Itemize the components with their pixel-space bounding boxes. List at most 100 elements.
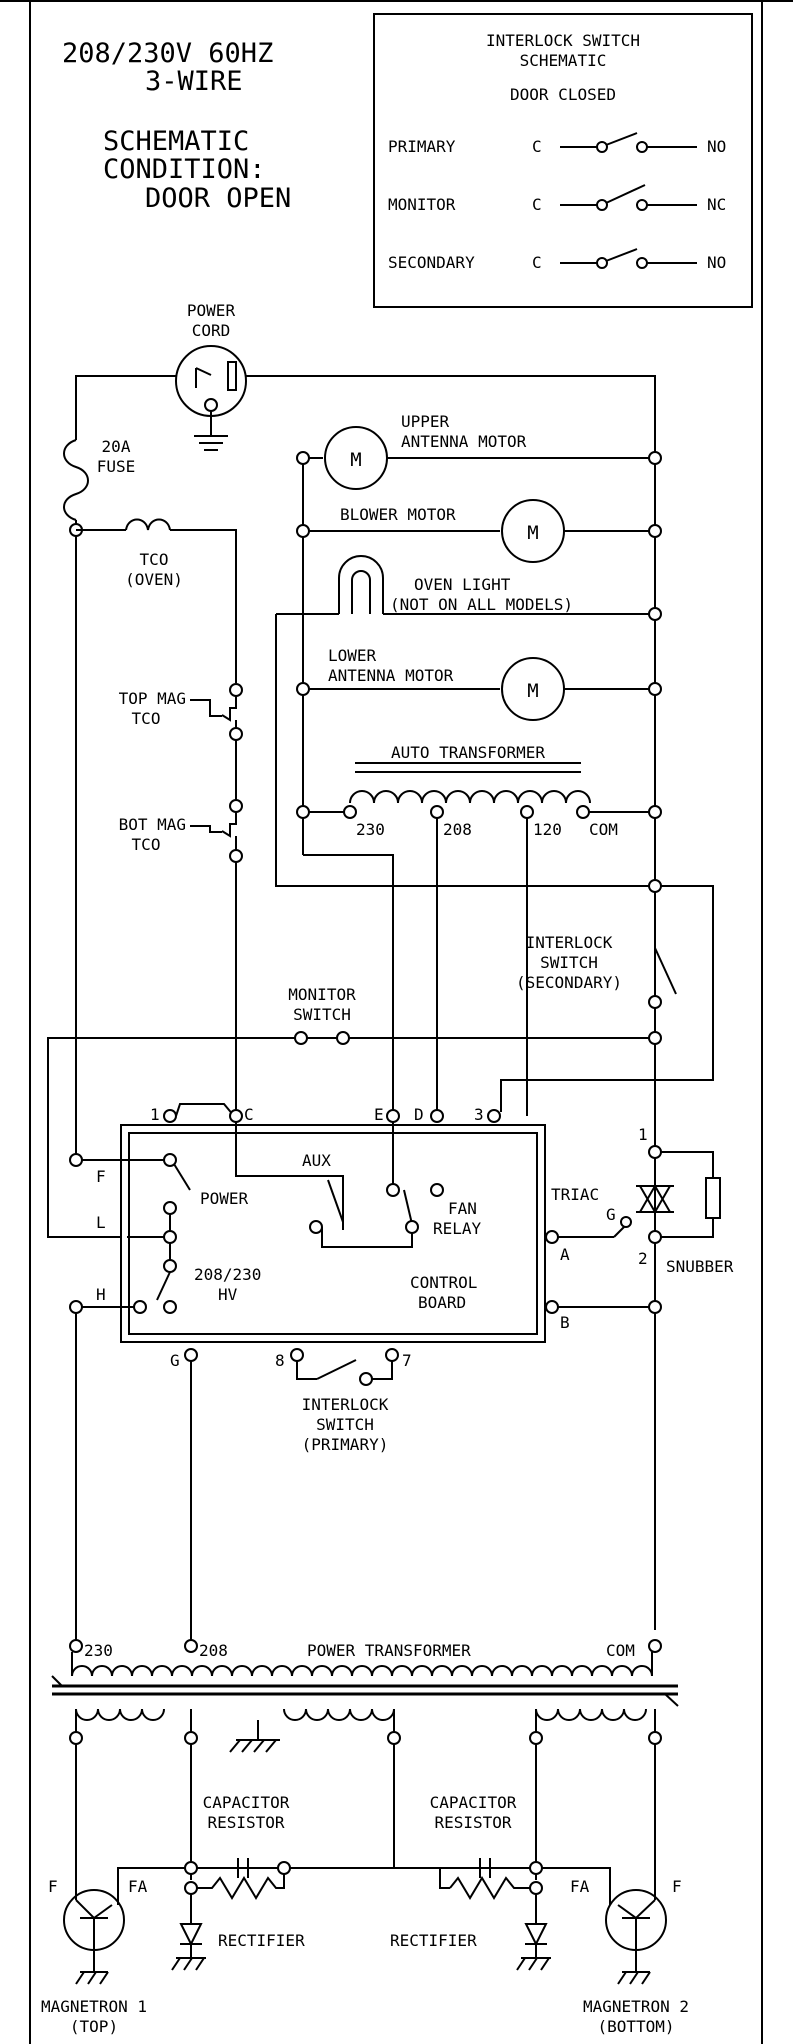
fan-relay-label-1: FAN [448, 1199, 477, 1218]
condition-label-2: CONDITION: [103, 154, 266, 185]
primary-coil-icon [71, 1665, 653, 1677]
legend-monitor-state: NC [707, 195, 726, 214]
capacitor-label-1-left: CAPACITOR [203, 1793, 290, 1812]
board-aux-label: AUX [302, 1151, 331, 1170]
bot-mag-tco: BOT MAG TCO [119, 799, 243, 863]
capacitor-label-2-right: RESISTOR [434, 1813, 511, 1832]
snubber-resistor-icon [705, 1177, 721, 1219]
secondary-coil-3-icon [535, 1708, 647, 1721]
pin-8-label: 8 [275, 1351, 285, 1370]
interlock-secondary-label-2: SWITCH [540, 953, 598, 972]
pt-230-label: 230 [84, 1641, 113, 1660]
fuse-label-2: FUSE [97, 457, 136, 476]
magnetron-2-f-label: F [672, 1877, 682, 1896]
magnetron-2-fa-label: FA [570, 1877, 590, 1896]
board-hv-label-2: HV [218, 1285, 238, 1304]
pin-e-label: E [374, 1105, 384, 1124]
magnetron-1-fa-label: FA [128, 1877, 148, 1896]
oven-light-label-1: OVEN LIGHT [414, 575, 511, 594]
legend-primary-state: NO [707, 137, 726, 156]
pin-c-label: C [244, 1105, 254, 1124]
pin-h-label: H [96, 1285, 106, 1304]
tap-com-label: COM [589, 820, 618, 839]
rectifier-label-right: RECTIFIER [390, 1931, 477, 1950]
header: 208/230V 60HZ 3-WIRE SCHEMATIC CONDITION… [62, 38, 291, 214]
blower-motor-symbol: M [527, 522, 538, 544]
condition-label-1: SCHEMATIC [103, 126, 249, 157]
triac-snubber: 1 G 2 SNUBBER [606, 1125, 734, 1276]
tco-oven-label-2: (OVEN) [125, 570, 183, 589]
legend-primary-c: C [532, 137, 542, 156]
oven-light: OVEN LIGHT (NOT ON ALL MODELS) [276, 555, 662, 621]
power-transformer-label: POWER TRANSFORMER [307, 1641, 471, 1660]
hv-network-right: CAPACITOR RESISTOR RECTIFIER [390, 1793, 611, 1971]
control-board-label-1: CONTROL [410, 1273, 477, 1292]
capacitor-label-1-right: CAPACITOR [430, 1793, 517, 1812]
capacitor-label-2-left: RESISTOR [207, 1813, 284, 1832]
legend-subtitle: DOOR CLOSED [510, 85, 616, 104]
control-board: 1 C E D 3 F POWER L H 208/230 HV AUX [69, 1103, 662, 1370]
tco-oven-icon [125, 518, 171, 531]
coil-ground-icon [229, 1720, 280, 1753]
oven-light-label-2: (NOT ON ALL MODELS) [390, 595, 573, 614]
triac-pin-1-label: 1 [638, 1125, 648, 1144]
magnetron-2-label-2: (BOTTOM) [597, 2017, 674, 2036]
wire-label: 3-WIRE [145, 66, 243, 97]
rectifier-label-left: RECTIFIER [218, 1931, 305, 1950]
auto-transformer-coil-icon [349, 790, 591, 804]
pin-f-label: F [96, 1167, 106, 1186]
control-board-label-2: BOARD [418, 1293, 466, 1312]
magnetron-1: F FA MAGNETRON 1 (TOP) [41, 1840, 148, 2036]
interlock-secondary-label-1: INTERLOCK [526, 933, 613, 952]
monitor-switch: MONITOR SWITCH [47, 985, 662, 1238]
power-cord-label-2: CORD [192, 321, 231, 340]
lower-antenna-motor: M LOWER ANTENNA MOTOR [296, 646, 662, 721]
hv-network-left: CAPACITOR RESISTOR RECTIFIER [117, 1793, 394, 1971]
legend-monitor: MONITOR [388, 195, 456, 214]
tap-208-label: 208 [443, 820, 472, 839]
blower-motor: M BLOWER MOTOR [296, 499, 662, 563]
legend-secondary: SECONDARY [388, 253, 475, 272]
rectifier-left-icon [179, 1923, 203, 1947]
lower-motor-label-1: LOWER [328, 646, 377, 665]
fan-relay-label-2: RELAY [433, 1219, 482, 1238]
line-1-wire [75, 375, 176, 440]
upper-motor-label-1: UPPER [401, 412, 450, 431]
secondary-coil-1-icon [75, 1708, 165, 1721]
monitor-switch-label-2: SWITCH [293, 1005, 351, 1024]
fuse-20a-icon [63, 439, 89, 521]
magnetron-2-label-1: MAGNETRON 2 [583, 1997, 689, 2016]
fuse-label-1: 20A [102, 437, 131, 456]
pin-7-label: 7 [402, 1351, 412, 1370]
legend-title-2: SCHEMATIC [520, 51, 607, 70]
condition-label-3: DOOR OPEN [145, 183, 291, 214]
voltage-label: 208/230V 60HZ [62, 38, 273, 69]
interlock-secondary-label-3: (SECONDARY) [516, 973, 622, 992]
top-mag-tco-label-2: TCO [132, 709, 161, 728]
interlock-primary-label-2: SWITCH [316, 1415, 374, 1434]
oven-light-bulb-icon [338, 555, 384, 614]
power-transformer: 230 208 POWER TRANSFORMER COM [51, 1639, 679, 1721]
upper-motor-symbol: M [350, 449, 361, 471]
pin-a-label: A [560, 1245, 570, 1264]
triac-label: TRIAC [551, 1185, 599, 1204]
board-hv-label-1: 208/230 [194, 1265, 261, 1284]
magnetron-1-f-label: F [48, 1877, 58, 1896]
lower-motor-label-2: ANTENNA MOTOR [328, 666, 454, 685]
pin-3-label: 3 [474, 1105, 484, 1124]
triac-gate-label: G [606, 1205, 616, 1224]
snubber-label: SNUBBER [666, 1257, 734, 1276]
power-cord: POWER CORD [175, 301, 247, 451]
legend-monitor-c: C [532, 195, 542, 214]
pin-b-label: B [560, 1313, 570, 1332]
legend-primary: PRIMARY [388, 137, 456, 156]
pin-g-label: G [170, 1351, 180, 1370]
bot-mag-tco-label-1: BOT MAG [119, 815, 186, 834]
magnetron-1-label-1: MAGNETRON 1 [41, 1997, 147, 2016]
resistor-left-icon [197, 1874, 285, 1900]
pin-d-label: D [414, 1105, 424, 1124]
legend-secondary-c: C [532, 253, 542, 272]
auto-transformer-label: AUTO TRANSFORMER [391, 743, 545, 762]
monitor-switch-label-1: MONITOR [288, 985, 356, 1004]
